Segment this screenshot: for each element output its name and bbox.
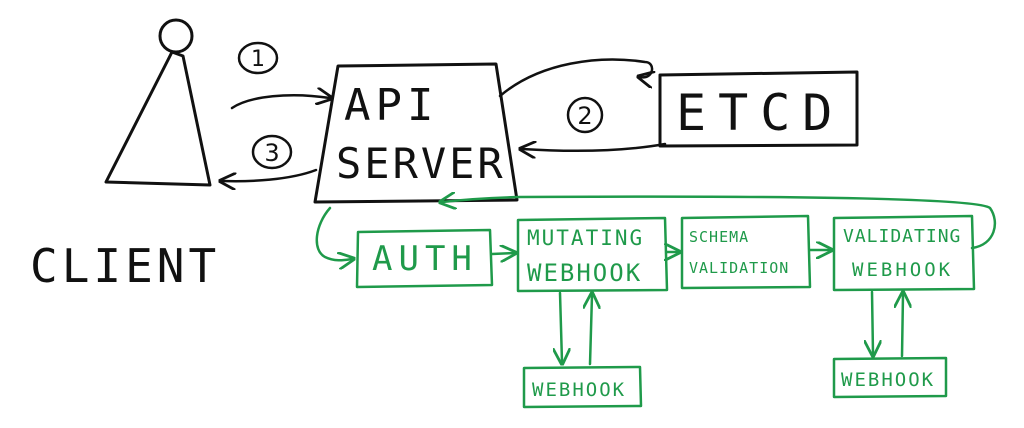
schema-validation-outline — [680, 214, 812, 290]
client-figure — [104, 18, 212, 187]
mutating-webhook-label-line1: MUTATING — [527, 226, 644, 250]
validating-external-webhook-box: WEBHOOK — [832, 356, 948, 399]
api-server-label-line1: API — [344, 80, 438, 131]
step-3-marker: 3 — [251, 134, 293, 170]
api-server-outline — [313, 62, 519, 204]
client-head — [158, 18, 194, 54]
etcd-box: ETCD — [658, 70, 859, 148]
validating-webhook-box: VALIDATING WEBHOOK — [832, 214, 976, 292]
arrow-etcd-to-api-server — [522, 144, 667, 151]
step-1-marker: 1 — [237, 41, 279, 75]
arrow-webhook-to-mutating — [590, 295, 592, 366]
schema-validation-box: SCHEMA VALIDATION — [680, 214, 812, 290]
arrow-webhook-to-validating — [902, 294, 903, 358]
auth-label: AUTH — [372, 239, 478, 279]
api-server-label-line2: SERVER — [336, 139, 506, 188]
mutating-webhook-box: MUTATING WEBHOOK — [516, 216, 669, 293]
api-server-box: API SERVER — [313, 62, 519, 204]
step-3-circle — [251, 134, 293, 170]
arrow-api-server-to-auth — [315, 206, 352, 260]
auth-box: AUTH — [355, 228, 494, 289]
step-3-label: 3 — [264, 139, 279, 167]
mutating-webhook-outline — [516, 216, 669, 293]
client-label: CLIENT — [30, 239, 220, 293]
etcd-outline — [658, 70, 859, 148]
auth-outline — [355, 228, 494, 289]
schema-validation-label-line1: SCHEMA — [689, 228, 749, 246]
mutating-external-webhook-box: WEBHOOK — [522, 365, 643, 409]
mutating-webhook-label-line2: WEBHOOK — [527, 259, 642, 287]
step-2-label: 2 — [577, 102, 592, 130]
step-1-label: 1 — [251, 47, 265, 72]
arrow-validating-loop-back-to-api-server — [442, 197, 997, 250]
validating-webhook-outline — [832, 214, 976, 292]
arrow-auth-to-mutating — [490, 253, 514, 254]
validating-external-webhook-label: WEBHOOK — [841, 369, 935, 391]
client-body — [104, 50, 212, 187]
validating-external-webhook-outline — [832, 356, 948, 399]
arrow-mutating-to-webhook — [560, 291, 562, 362]
mutating-external-webhook-label: WEBHOOK — [532, 379, 626, 401]
arrow-validating-to-webhook — [872, 290, 873, 354]
step-1-circle — [237, 41, 279, 75]
etcd-label: ETCD — [676, 84, 844, 142]
arrow-api-server-to-client — [222, 168, 318, 181]
step-2-circle — [566, 96, 604, 134]
arrow-api-server-to-etcd — [498, 58, 652, 98]
validating-webhook-label-line2: WEBHOOK — [852, 259, 953, 281]
validating-webhook-label-line1: VALIDATING — [843, 226, 961, 247]
schema-validation-label-line2: VALIDATION — [689, 259, 789, 277]
mutating-external-webhook-outline — [522, 365, 643, 409]
arrow-client-to-api-server — [230, 95, 330, 110]
step-2-marker: 2 — [566, 96, 604, 134]
